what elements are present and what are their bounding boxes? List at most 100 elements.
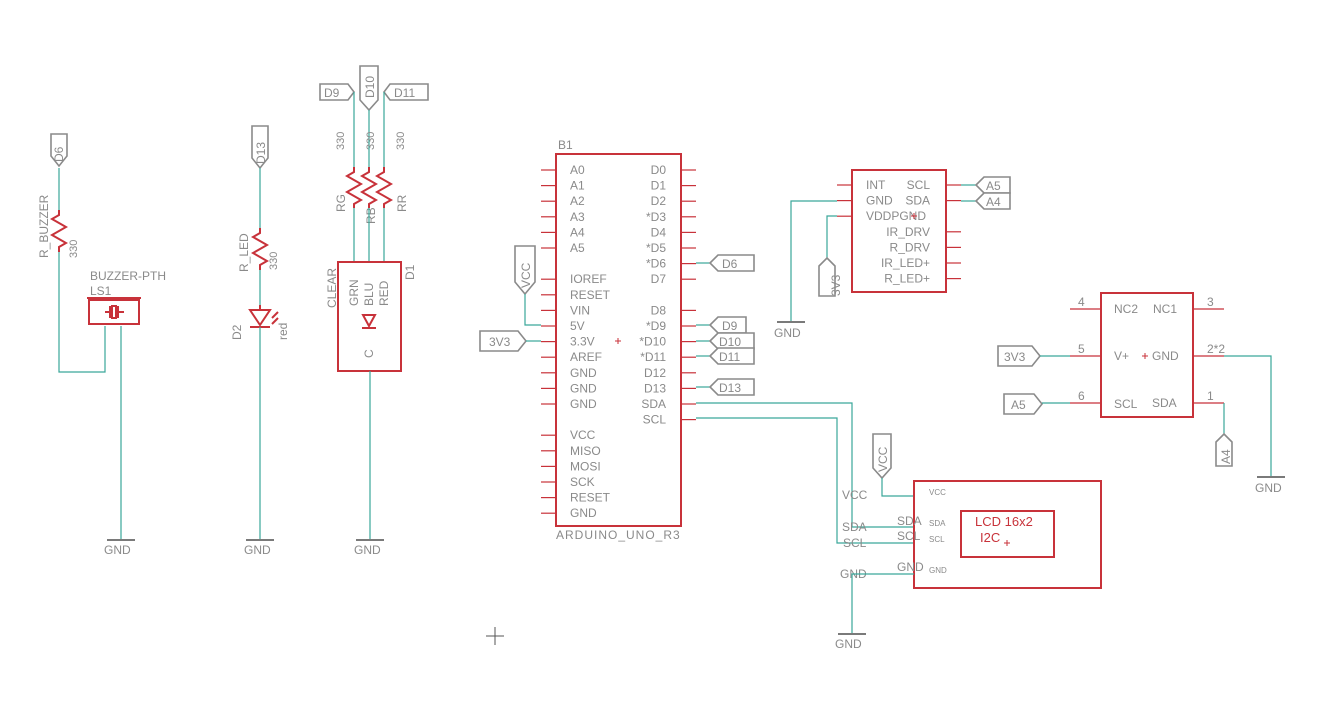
arduino-left-pin-label: IOREF [570,272,607,286]
arduino-left-pin-label: RESET [570,288,611,302]
arduino-pins: A0A1A2A3A4A5IOREFRESETVIN5V3.3VAREFGNDGN… [541,163,696,520]
resistor-value-rb: 330 [365,132,377,150]
net-label-d11-out: D11 [719,350,740,364]
arduino-right-pin-label: D2 [651,194,667,208]
resistor-r-buzzer[interactable] [49,210,69,252]
right-chip-body[interactable] [1100,292,1194,418]
resistor-name-rg: RG [334,194,348,212]
lcd-outer-sda: SDA [842,520,867,534]
resistor-r-led[interactable] [250,228,270,270]
sensor-right-pin-label: IR_LED+ [881,256,930,270]
lcd-outer-scl: SCL [843,536,867,550]
net-flag-d11-out[interactable] [708,347,755,365]
gnd-label-right: GND [1255,481,1282,495]
right-label-scl: SCL [1114,397,1138,411]
sensor-pins: INTGNDVDDPGNDSCLSDAIR_DRVR_DRVIR_LED+R_L… [837,178,976,286]
net-flag-d9-out[interactable] [708,316,747,334]
net-flag-d10-out[interactable] [708,332,755,350]
sensor-right-pin-label: R_DRV [890,240,930,254]
arduino-left-pin-label: VIN [570,303,590,317]
net-label-a4-sensor: A4 [986,195,1001,209]
arduino-body[interactable] [555,153,682,527]
net-flag-d6-buzzer[interactable] [50,133,68,168]
arduino-right-pin-label: D8 [651,303,667,317]
arduino-right-pin-label: *D3 [646,210,666,224]
led-name: D2 [230,324,244,340]
arduino-left-pin-label: AREF [570,350,602,364]
sensor-right-pin-label: IR_DRV [886,225,930,239]
right-label-gnd: GND [1152,349,1179,363]
resistor-rb[interactable] [359,167,379,208]
resistor-value-rr: 330 [395,132,407,150]
arduino-left-pin-label: VCC [570,428,596,442]
net-flag-d11[interactable] [383,83,429,101]
arduino-left-pin-label: A2 [570,194,585,208]
arduino-right-pin-label: *D10 [639,335,666,349]
net-flag-a5-right[interactable] [1003,393,1044,415]
net-flag-3v3-arduino[interactable] [479,330,528,352]
lcd-body[interactable] [913,480,1102,589]
resistor-value-led: 330 [268,252,280,270]
arduino-left-pin-label: A3 [570,210,585,224]
sensor-body[interactable] [851,169,947,293]
right-chip: 4 3 5 2*2 6 1 NC2 NC1 V+ GND SCL SDA 3V3… [997,292,1285,495]
crosshair-cursor-icon [486,627,504,645]
net-flag-a4-sensor[interactable] [974,192,1011,210]
arduino-right-pin-label: D7 [651,272,667,286]
arduino-left-pin-label: GND [570,366,597,380]
arduino-right-pin-label: D1 [651,179,667,193]
net-flag-a4-right[interactable] [1215,432,1233,467]
net-flag-3v3-sensor[interactable] [818,256,836,297]
arduino-left-pin-label: A1 [570,179,585,193]
right-pin-num-gnd: 2*2 [1207,342,1225,356]
resistor-rr[interactable] [374,167,394,208]
net-flag-d9[interactable] [319,83,355,101]
net-label-vcc-lcd: VCC [876,446,890,472]
right-pin-num-vplus: 5 [1078,342,1085,356]
arduino-left-pin-label: MISO [570,444,601,458]
arduino-left-pin-label: RESET [570,491,611,505]
arduino-left-pin-label: A0 [570,163,585,177]
resistor-name-led: R_LED [237,233,251,272]
arduino-right-pin-label: D0 [651,163,667,177]
gnd-label-led: GND [244,543,271,557]
net-flag-d13-led[interactable] [251,125,269,170]
rgb-led-circuit: D9 D10 D11 330 330 330 RG RB RR CLEAR D1… [319,65,429,557]
net-label-d13-led: D13 [254,142,268,164]
net-label-a5-sensor: A5 [986,179,1001,193]
right-pin-num-nc2: 4 [1078,295,1085,309]
net-label-d10-out: D10 [719,335,741,349]
resistor-rg[interactable] [344,167,364,208]
buzzer-circuit: D6 R_BUZZER 330 BUZZER-PTH LS1 GND [37,133,166,557]
sensor-left-pin-label: INT [866,178,886,192]
net-flag-d10[interactable] [359,65,379,112]
buzzer-name: LS1 [90,284,112,298]
arduino-left-pin-label: GND [570,397,597,411]
net-flag-3v3-right[interactable] [997,345,1042,367]
net-flag-vcc-arduino[interactable] [514,245,536,296]
right-label-nc2: NC2 [1114,302,1138,316]
net-label-d10: D10 [363,76,377,98]
net-label-vcc-arduino: VCC [519,262,533,288]
resistor-name-rb: RB [364,207,378,224]
net-flag-d6-out[interactable] [708,254,755,272]
arduino-left-pin-label: A4 [570,225,585,239]
buzzer-ls1[interactable] [88,299,140,325]
buzzer-part: BUZZER-PTH [90,269,166,283]
gnd-label-sensor: GND [774,326,801,340]
arduino-right-pin-label: SDA [641,397,666,411]
lcd-pin-scl: SCL [897,529,921,543]
led-d2[interactable] [248,305,279,328]
net-flag-d13-out[interactable] [708,378,755,396]
net-label-d6-buzzer: D6 [52,146,66,162]
net-flag-a5-sensor[interactable] [974,176,1011,194]
gnd-label-lcd: GND [835,637,862,651]
lcd-title: LCD 16x2 [975,514,1033,529]
right-label-vplus: V+ [1114,349,1129,363]
lcd-small-scl: SCL [929,535,945,544]
lcd-module: VCC LCD 16x2 I2C VCC SDA SCL GND SDA SCL… [835,433,1102,651]
lcd-outer-vcc: VCC [842,488,868,502]
net-flag-vcc-lcd[interactable] [872,433,892,480]
